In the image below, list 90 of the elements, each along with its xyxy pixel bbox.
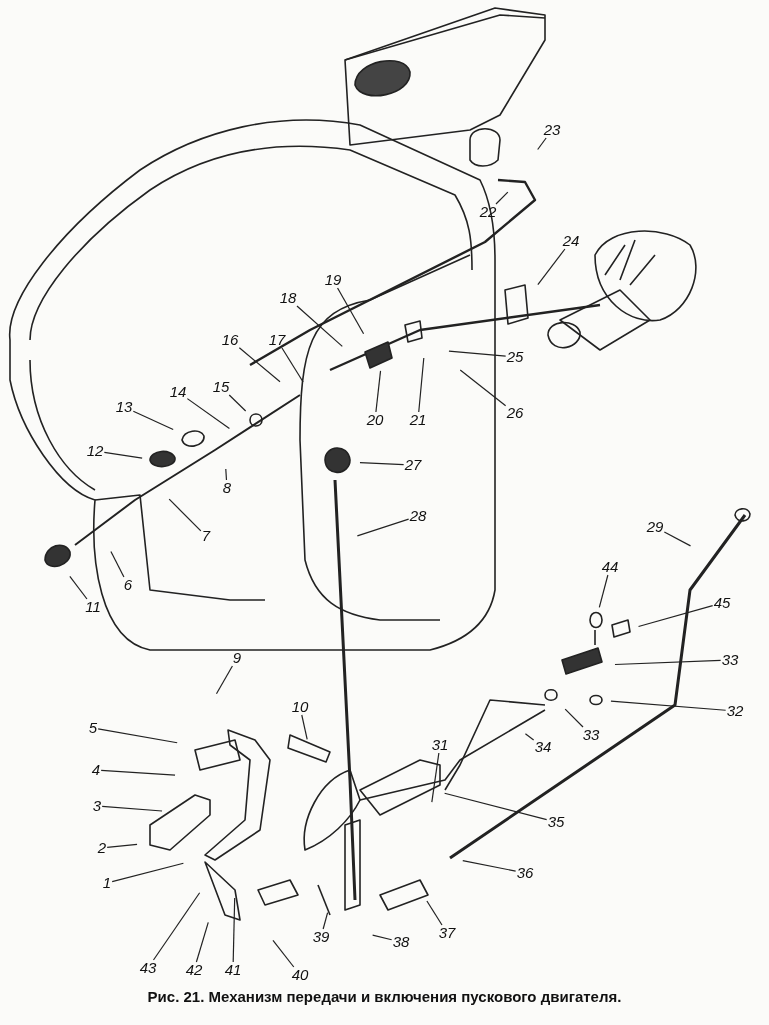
callout-number: 14 [168, 384, 188, 400]
leader-line [459, 369, 507, 407]
callout-number: 27 [403, 457, 423, 473]
leader-line [359, 462, 405, 466]
callout-number: 40 [290, 967, 310, 983]
callout-number: 12 [85, 443, 105, 459]
callout-number: 41 [223, 962, 243, 978]
leader-line [69, 575, 88, 600]
leader-line [111, 862, 184, 883]
leader-line [537, 248, 566, 286]
leader-line [375, 370, 382, 413]
callout-number: 4 [90, 762, 102, 778]
leader-line [195, 921, 209, 963]
leader-line [100, 769, 176, 776]
callout-number: 39 [311, 929, 331, 945]
leader-line [101, 805, 163, 812]
leader-line [564, 708, 584, 728]
callout-number: 8 [221, 480, 233, 496]
leader-line [281, 347, 304, 383]
leader-line [272, 939, 295, 968]
leader-line [152, 892, 201, 961]
callout-number: 36 [515, 865, 535, 881]
leader-line [462, 859, 517, 872]
leader-line [448, 350, 507, 357]
figure-caption: Рис. 21. Механизм передачи и включения пускового двигателя. [146, 988, 623, 1005]
leader-line [301, 714, 308, 740]
callout-number: 1 [101, 875, 113, 891]
leader-line [431, 752, 440, 803]
leader-line [614, 659, 722, 666]
leader-line [225, 468, 228, 481]
leader-line [418, 357, 425, 413]
callout-number: 20 [365, 412, 385, 428]
leader-line [663, 531, 692, 547]
leader-line [637, 605, 714, 628]
leader-line [97, 728, 178, 744]
leader-line [296, 305, 343, 347]
callout-number: 2 [96, 840, 108, 856]
leader-line [336, 287, 365, 335]
callout-number: 43 [138, 960, 158, 976]
callout-number: 29 [645, 519, 665, 535]
callout-number: 21 [408, 412, 428, 428]
leader-line [537, 137, 547, 151]
callout-number: 18 [278, 290, 298, 306]
leader-line [598, 574, 609, 609]
leader-line [495, 191, 509, 205]
leader-line [610, 700, 727, 711]
callout-number: 3 [91, 798, 103, 814]
leader-line [426, 900, 443, 926]
callout-number: 17 [267, 332, 287, 348]
leader-line [132, 410, 174, 431]
leader-line [232, 897, 236, 963]
callout-number: 42 [184, 962, 204, 978]
callout-number: 38 [391, 934, 411, 950]
callout-number: 16 [220, 332, 240, 348]
callout-number: 35 [546, 814, 566, 830]
leader-line [228, 394, 247, 412]
callout-number: 19 [323, 272, 343, 288]
callout-number: 33 [581, 727, 601, 743]
callout-number: 5 [87, 720, 99, 736]
callout-number: 15 [211, 379, 231, 395]
leader-line [103, 451, 143, 459]
callout-number: 32 [725, 703, 745, 719]
leader-line [106, 843, 138, 849]
callout-number: 13 [114, 399, 134, 415]
callout-number: 6 [122, 577, 134, 593]
leader-line [372, 934, 393, 941]
callout-number: 11 [84, 599, 102, 615]
callout-number: 10 [290, 699, 310, 715]
leader-line [524, 733, 535, 741]
callout-number: 33 [720, 652, 740, 668]
callout-number: 45 [712, 595, 732, 611]
leader-line [322, 911, 329, 930]
callout-number: 7 [200, 528, 212, 544]
leader-line [110, 551, 125, 578]
callout-number: 25 [505, 349, 525, 365]
leader-line [186, 398, 230, 430]
leader-line [238, 347, 281, 383]
callout-number: 23 [542, 122, 562, 138]
callout-number: 34 [533, 739, 553, 755]
callout-number: 37 [437, 925, 457, 941]
leader-line [356, 518, 410, 537]
leader-line [444, 792, 548, 821]
callout-number: 24 [561, 233, 581, 249]
callout-number: 26 [505, 405, 525, 421]
callout-number: 28 [408, 508, 428, 524]
callout-number: 9 [231, 650, 243, 666]
callout-number: 44 [600, 559, 620, 575]
leader-line [215, 665, 233, 695]
leader-line [168, 498, 202, 532]
callout-number: 31 [430, 737, 450, 753]
